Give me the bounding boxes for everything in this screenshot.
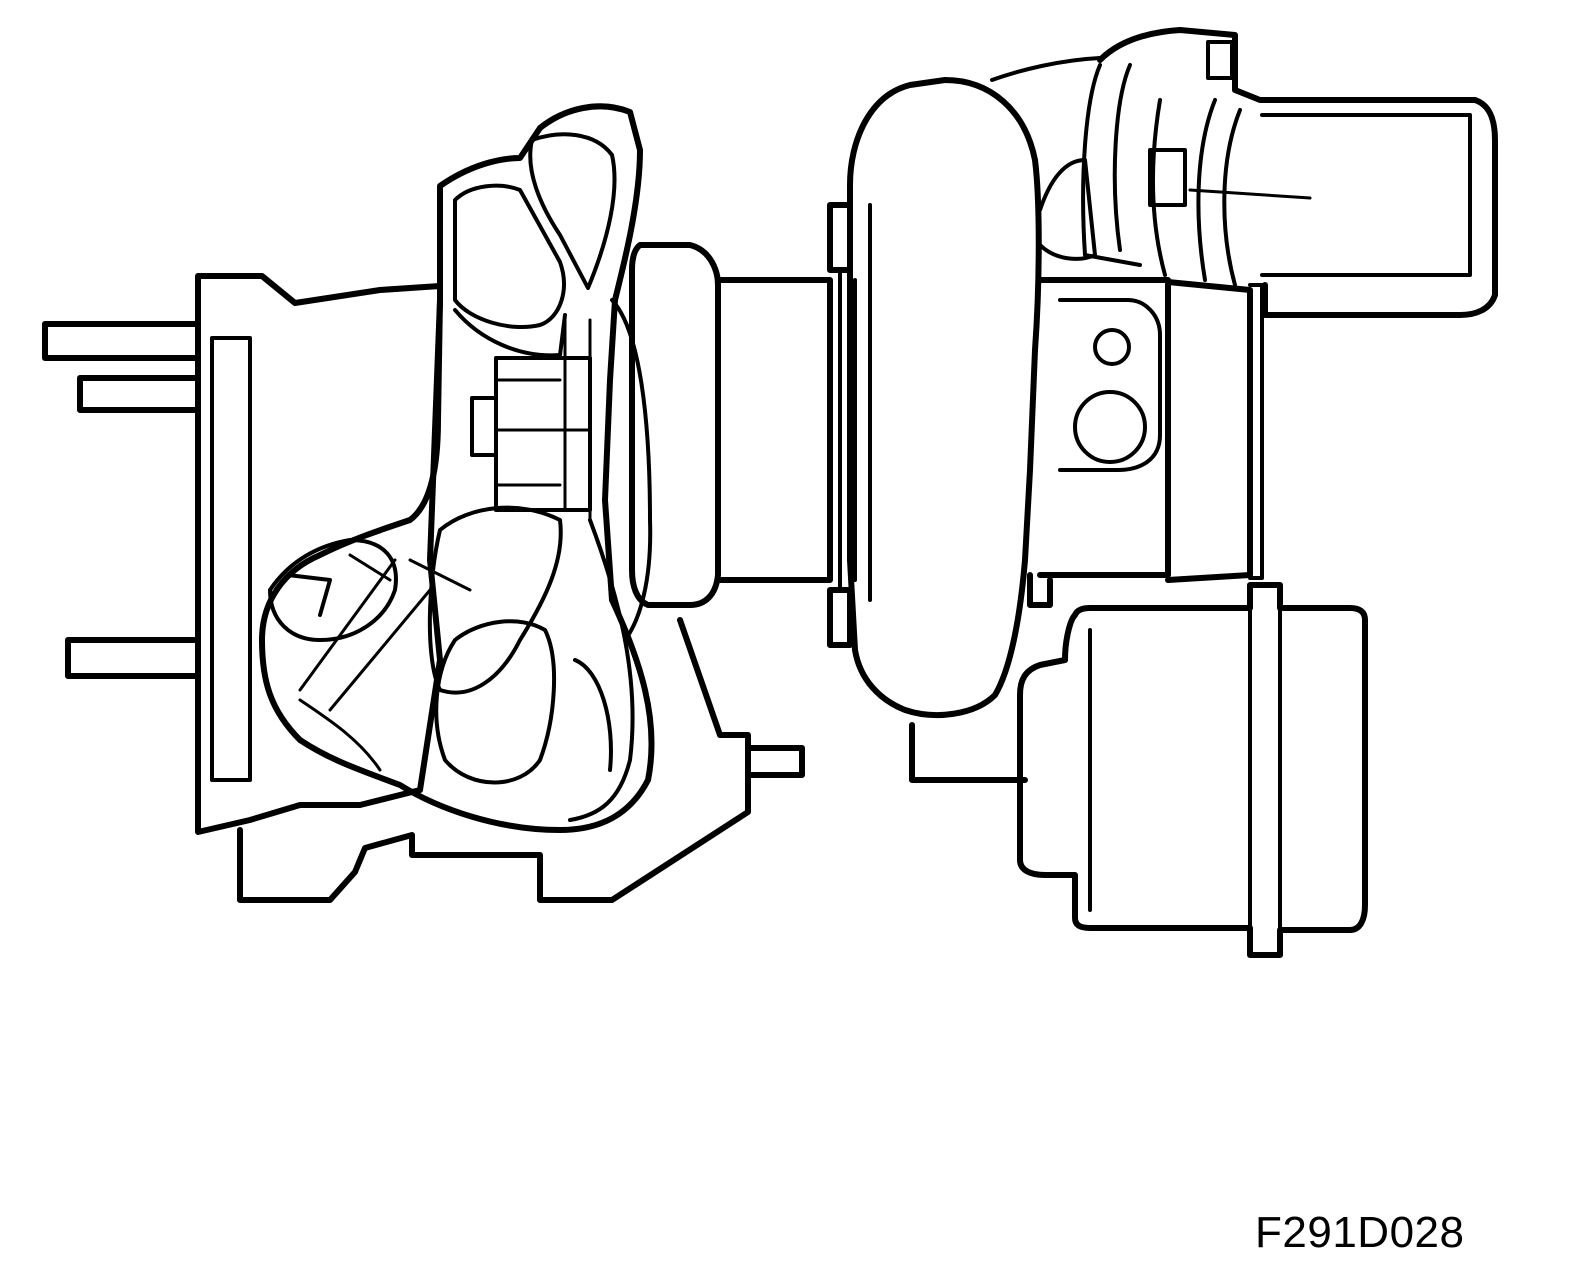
figure-code: F291D028 (1255, 1208, 1465, 1257)
turbine-heatshield-ring (629, 242, 721, 608)
compressor-flange (1037, 277, 1171, 578)
flange-bolt-large (1073, 390, 1147, 464)
wastegate-lever (745, 745, 805, 778)
outlet-bolt-middle (1148, 148, 1187, 207)
wastegate-actuator (909, 572, 1368, 958)
turbine-flange (195, 273, 443, 835)
outlet-pipe (1097, 27, 1498, 318)
turbine-housing (42, 103, 805, 903)
turbine-stud-middle (77, 375, 201, 413)
compressor-outlet (1081, 27, 1498, 318)
compressor-volute (847, 77, 1042, 718)
actuator-can (1017, 582, 1368, 958)
bearing-housing (715, 277, 833, 583)
turbine-volute-outline (259, 103, 655, 833)
compressor-housing (847, 56, 1264, 718)
actuator-bracket (1027, 572, 1053, 608)
turbine-stud-bottom (65, 637, 201, 679)
flange-bolt-small (1093, 328, 1131, 366)
center-housing (629, 202, 857, 648)
turbine-stud-top (42, 321, 201, 361)
turbine-base-foot (237, 617, 751, 903)
outlet-bolt-top (1206, 40, 1234, 80)
